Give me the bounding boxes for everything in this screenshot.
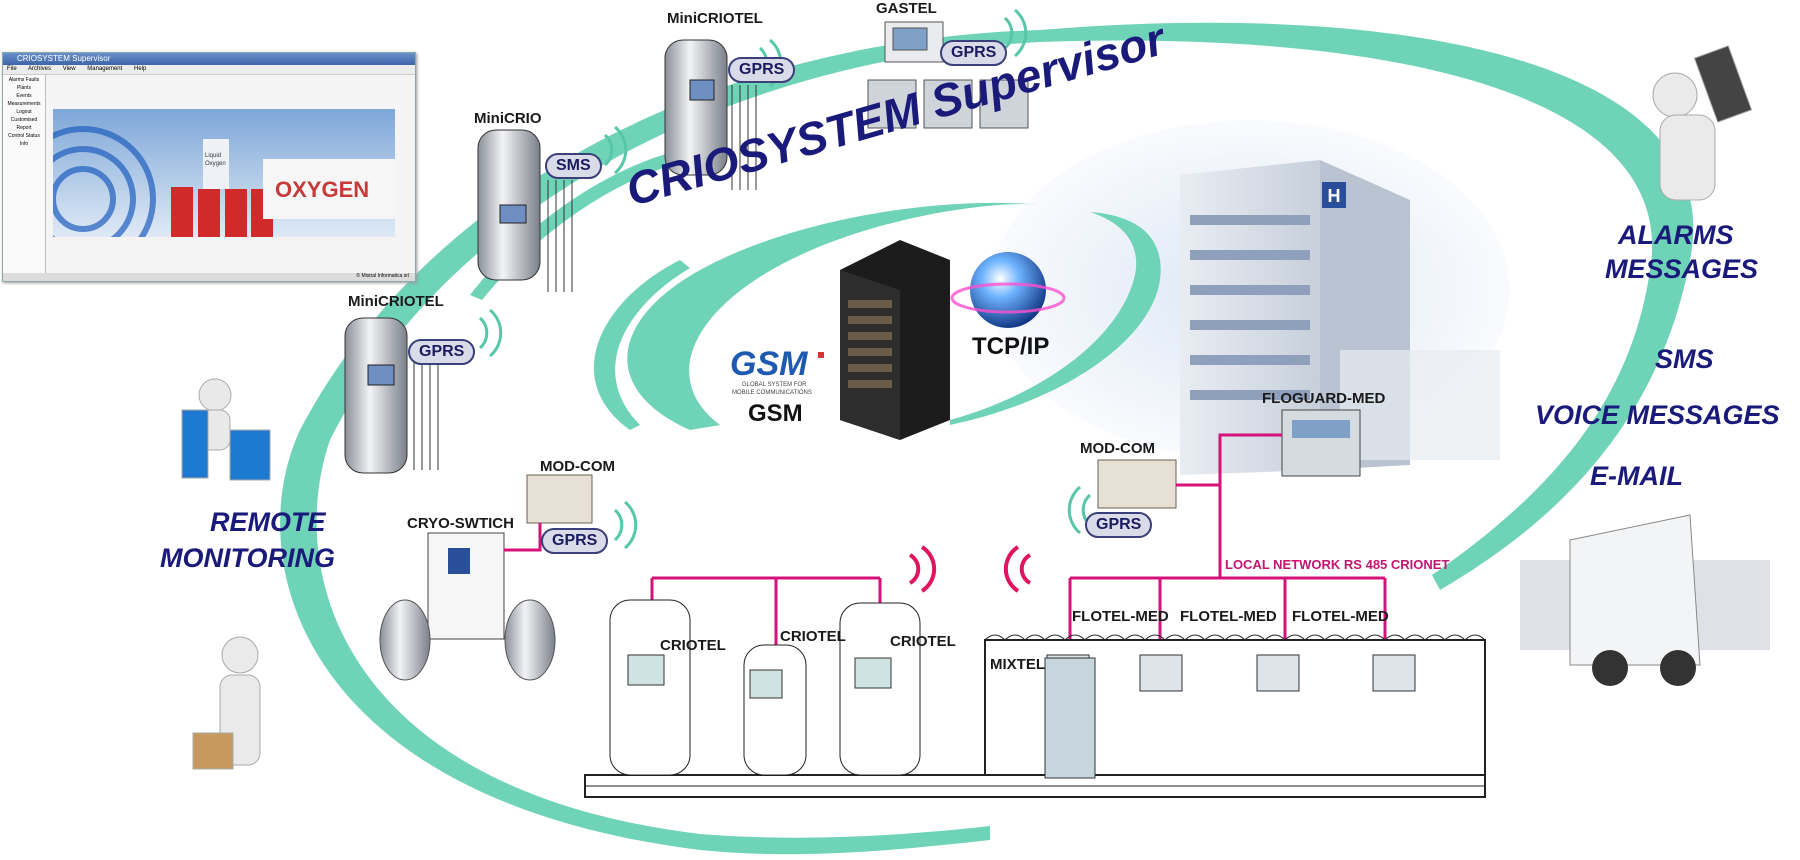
remote-label-1: REMOTE	[210, 507, 326, 537]
label-gastel: GASTEL	[876, 0, 937, 17]
menu-view[interactable]: View	[62, 66, 76, 72]
sidebar-item-control-status[interactable]: Control Status	[8, 133, 40, 139]
alarms-label-1: ALARMS	[1618, 220, 1734, 250]
tcpip-label: TCP/IP	[972, 333, 1050, 360]
label-criotel-2: CRIOTEL	[780, 628, 846, 645]
label-mixtel: MIXTEL	[990, 656, 1045, 673]
alarms-label-2: MESSAGES	[1605, 254, 1759, 284]
menu-management[interactable]: Management	[87, 66, 123, 72]
network-label: LOCAL NETWORK RS 485 CRIONET	[1225, 557, 1450, 572]
sidebar-item-report[interactable]: Report	[16, 125, 32, 131]
truck	[1520, 514, 1770, 686]
label-mod-com-right: MOD-COM	[1080, 440, 1155, 457]
gprs-badge-gastel: GPRS	[940, 40, 1008, 66]
label-flotel-3: FLOTEL-MED	[1292, 608, 1389, 625]
photo-art: OXYGEN Liquid Oxygen	[53, 126, 395, 237]
window-titlebar: CRIOSYSTEM Supervisor	[3, 53, 415, 65]
gprs-badge-top: GPRS	[728, 57, 796, 83]
gprs-badge-modcom-right: GPRS	[1085, 512, 1153, 538]
mod-com-left-box	[526, 474, 593, 524]
link-arc	[470, 150, 684, 300]
svg-text:GSM: GSM	[730, 345, 808, 383]
server-rack	[840, 240, 950, 440]
photo-oxygen-text: OXYGEN	[275, 177, 369, 202]
label-mod-com-left: MOD-COM	[540, 458, 615, 475]
outer-swoosh-left	[280, 30, 1040, 855]
gsm-sub1: GLOBAL SYSTEM FOR	[742, 382, 807, 388]
supervisor-window[interactable]: CRIOSYSTEM Supervisor File Archives View…	[2, 52, 416, 282]
tank-minicriotel-left	[344, 317, 439, 474]
menu-help[interactable]: Help	[133, 66, 147, 72]
label-flotel-2: FLOTEL-MED	[1180, 608, 1277, 625]
label-criotel-1: CRIOTEL	[660, 637, 726, 654]
window-menubar: File Archives View Management Help	[3, 65, 415, 75]
sidebar-item-alarms[interactable]: Alarms Faults	[8, 77, 40, 83]
gastel-cylinders	[867, 21, 1029, 129]
person-toolbox	[192, 636, 261, 770]
inner-swoosh-3	[593, 260, 690, 430]
photo-oxygen2-text: Oxygen	[205, 161, 226, 167]
label-flotel-1: FLOTEL-MED	[1072, 608, 1169, 625]
hospital-building: H	[1180, 160, 1500, 475]
sidebar-item-customised[interactable]: Customised	[10, 117, 38, 123]
voice-label: VOICE MESSAGES	[1535, 400, 1780, 430]
sms-output-label: SMS	[1655, 344, 1714, 374]
tank-minicriotel-top	[664, 39, 757, 190]
menu-file[interactable]: File	[7, 66, 17, 72]
gprs-badge-left: GPRS	[408, 339, 476, 365]
gsm-logo: GSM	[730, 345, 824, 383]
menu-archives[interactable]: Archives	[28, 66, 52, 72]
gprs-badge-modcom-left: GPRS	[541, 528, 609, 554]
floguard-box	[1281, 409, 1361, 477]
sidebar-item-plants[interactable]: Plants	[17, 85, 31, 91]
person-laptop	[181, 378, 271, 481]
label-criotel-3: CRIOTEL	[890, 633, 956, 650]
label-cryo-switch: CRYO-SWTICH	[407, 515, 514, 532]
sidebar-item-info[interactable]: Info	[19, 141, 29, 147]
remote-label-2: MONITORING	[160, 543, 335, 573]
label-minicriotel-top: MiniCRIOTEL	[667, 10, 763, 27]
sidebar-item-events[interactable]: Events	[16, 93, 32, 99]
facility-floor	[584, 599, 1486, 798]
mod-com-right-box	[1097, 459, 1177, 509]
globe	[950, 252, 1066, 328]
photo-liquid-text: Liquid	[205, 153, 221, 159]
window-photo: OXYGEN Liquid Oxygen	[53, 109, 395, 237]
label-minicriotel-left: MiniCRIOTEL	[348, 293, 444, 310]
radio-arcs	[908, 545, 1032, 593]
window-statusbar: © Mistral Informatica srl	[3, 273, 415, 281]
svg-text:H: H	[1328, 186, 1341, 206]
inner-swoosh-1	[627, 202, 1040, 430]
email-label: E-MAIL	[1590, 461, 1683, 491]
sms-badge: SMS	[545, 153, 602, 179]
gsm-label: GSM	[748, 400, 803, 427]
inner-swoosh-2	[950, 212, 1161, 425]
cryo-switch-unit	[379, 532, 556, 681]
sidebar-item-logout[interactable]: Logout	[16, 109, 32, 115]
person-phone	[1652, 45, 1753, 201]
window-sidebar: Alarms Faults Plants Events Measurements…	[3, 75, 46, 273]
tank-minicrio	[477, 129, 573, 292]
label-floguard: FLOGUARD-MED	[1262, 390, 1386, 407]
sidebar-item-measurements[interactable]: Measurements	[7, 101, 41, 107]
gsm-sub2: MOBILE COMMUNICATIONS	[732, 390, 812, 396]
label-minicrio: MiniCRIO	[474, 110, 542, 127]
